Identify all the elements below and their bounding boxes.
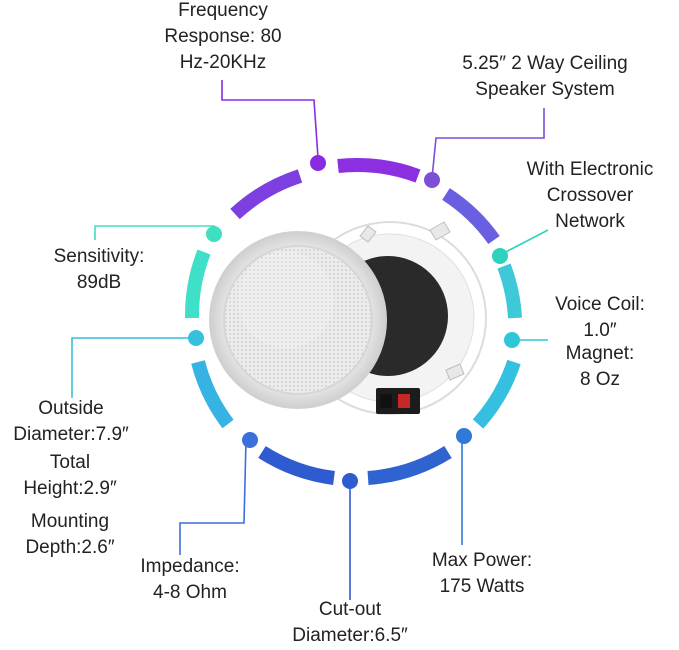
dot-impedance bbox=[242, 432, 258, 448]
connector-system bbox=[431, 108, 545, 179]
label-cutout-diameter: Cut-out Diameter:6.5″ bbox=[292, 599, 408, 646]
label-max-power: Max Power: 175 Watts bbox=[431, 550, 533, 597]
ring-segment-right-upper bbox=[497, 263, 522, 319]
label-impedance: Impedance: 4-8 Ohm bbox=[140, 556, 240, 603]
connector-outside bbox=[71, 337, 196, 398]
dot-outside bbox=[188, 330, 204, 346]
label-sensitivity: Sensitivity: 89dB bbox=[53, 246, 145, 293]
dot-crossover bbox=[492, 248, 508, 264]
connector-crossover bbox=[499, 229, 549, 256]
label-magnet: Magnet: 8 Oz bbox=[565, 343, 635, 390]
speaker-grille bbox=[209, 231, 387, 409]
ring-segment-top bbox=[230, 169, 303, 220]
ring-segment-bottom-right bbox=[367, 445, 452, 485]
label-mounting-depth: Mounting Depth:2.6″ bbox=[25, 511, 115, 558]
label-system: 5.25″ 2 Way Ceiling Speaker System bbox=[462, 53, 628, 100]
dot-sensitivity bbox=[206, 226, 222, 242]
dot-cutout bbox=[342, 473, 358, 489]
dot-voice-coil bbox=[504, 332, 520, 348]
label-frequency: Frequency Response: 80 Hz-20KHz bbox=[164, 0, 282, 73]
label-total-height: Total Height:2.9″ bbox=[23, 452, 117, 499]
label-crossover: With Electronic Crossover Network bbox=[526, 159, 654, 232]
ring-segment-left-upper bbox=[184, 249, 211, 319]
connector-sensitivity bbox=[94, 225, 215, 240]
connector-frequency bbox=[221, 80, 319, 159]
connector-impedance bbox=[179, 439, 247, 555]
dot-max-power bbox=[456, 428, 472, 444]
ring-segments bbox=[184, 157, 522, 485]
dot-frequency bbox=[310, 155, 326, 171]
dot-system bbox=[424, 172, 440, 188]
ring-segment-top-center bbox=[337, 157, 421, 183]
ring-dots bbox=[188, 155, 520, 489]
ring-segment-right-lower bbox=[472, 359, 521, 429]
ring-segment-bottom-left bbox=[258, 446, 335, 485]
ring-segment-left-lower bbox=[191, 360, 234, 429]
label-outside-diameter: Outside Diameter:7.9″ bbox=[13, 398, 129, 445]
label-voice-coil: Voice Coil: 1.0″ bbox=[555, 294, 645, 341]
ring-segment-top-right bbox=[442, 188, 500, 245]
